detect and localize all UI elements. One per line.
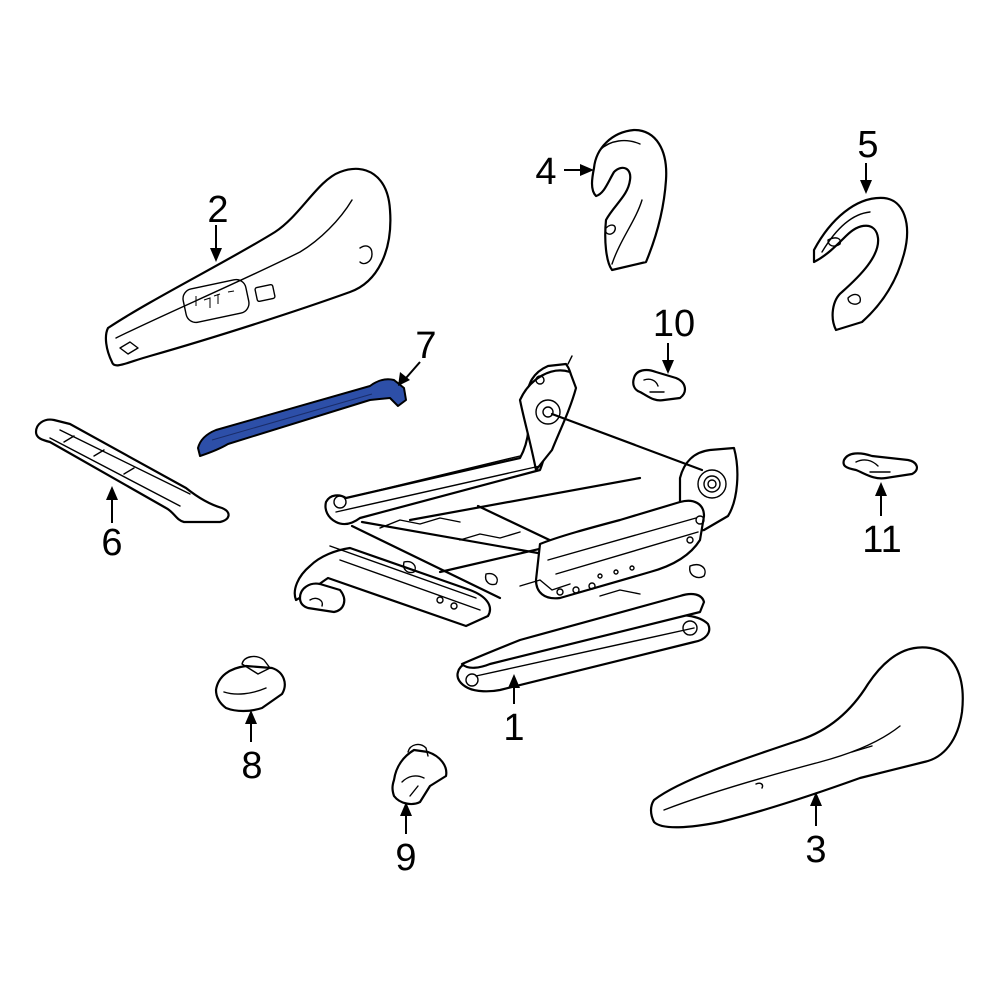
callout-6: 6: [101, 522, 122, 564]
part-6-lower-track-cover[interactable]: [34, 418, 230, 524]
part-10-clip[interactable]: [632, 368, 686, 402]
callout-1: 1: [503, 707, 524, 749]
part-5-recliner-cover[interactable]: [812, 196, 909, 332]
callout-5: 5: [857, 124, 878, 166]
part-9-knob[interactable]: [391, 743, 448, 806]
part-1-seat-adjuster[interactable]: [293, 355, 739, 693]
callout-8: 8: [241, 745, 262, 787]
callout-9: 9: [395, 837, 416, 879]
part-11-clip[interactable]: [842, 452, 918, 480]
callout-7: 7: [415, 325, 436, 367]
part-8-knob[interactable]: [214, 655, 286, 713]
callout-4: 4: [535, 151, 556, 193]
part-3-track-cover-inner[interactable]: [649, 646, 964, 829]
part-7-inner-track-cover[interactable]: [197, 378, 407, 457]
callout-2: 2: [207, 189, 228, 231]
part-2-track-cover-outer[interactable]: [104, 167, 392, 367]
callout-10: 10: [653, 303, 695, 345]
callout-3: 3: [805, 829, 826, 871]
callout-11: 11: [862, 519, 901, 561]
leader-arrows: [106, 163, 887, 834]
part-4-recliner-cover[interactable]: [590, 128, 668, 272]
